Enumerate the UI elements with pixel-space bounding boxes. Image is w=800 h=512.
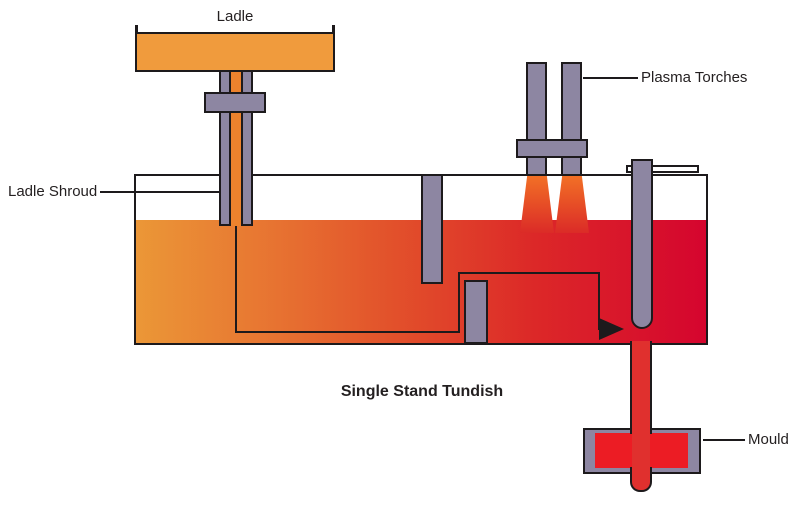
flow-path-line-across [458, 272, 600, 274]
plasma-torch-right [561, 62, 582, 176]
dam-baffle [464, 280, 488, 344]
ladle-shroud-leader-line [100, 191, 219, 193]
flow-direction-arrow-icon [599, 318, 624, 340]
plasma-torches-label: Plasma Torches [641, 69, 748, 86]
outlet-stream-upper [630, 341, 652, 434]
flow-path-line-bottom [235, 331, 460, 333]
ladle-rim-tick-left [135, 25, 138, 33]
diagram-title: Single Stand Tundish [340, 383, 504, 400]
flow-path-line-up [458, 272, 460, 333]
ladle-body [135, 32, 335, 72]
weir-baffle [421, 174, 443, 284]
stopper-rod-arm [626, 165, 699, 173]
plasma-torches-leader-line [583, 77, 638, 79]
mould-leader-line [703, 439, 745, 441]
flow-path-line-down [235, 226, 237, 333]
torch-collar [516, 139, 588, 158]
plasma-torch-left [526, 62, 547, 176]
stopper-rod [631, 159, 653, 329]
outlet-stream-tip [630, 467, 652, 492]
ladle-label: Ladle [216, 8, 254, 25]
shroud-collar [204, 92, 266, 113]
flow-path-line-to-outlet [598, 272, 600, 330]
outlet-stream-through-mould [632, 433, 650, 468]
ladle-shroud-label: Ladle Shroud [8, 183, 98, 200]
mould-label: Mould [748, 431, 789, 448]
ladle-rim-tick-right [332, 25, 335, 33]
